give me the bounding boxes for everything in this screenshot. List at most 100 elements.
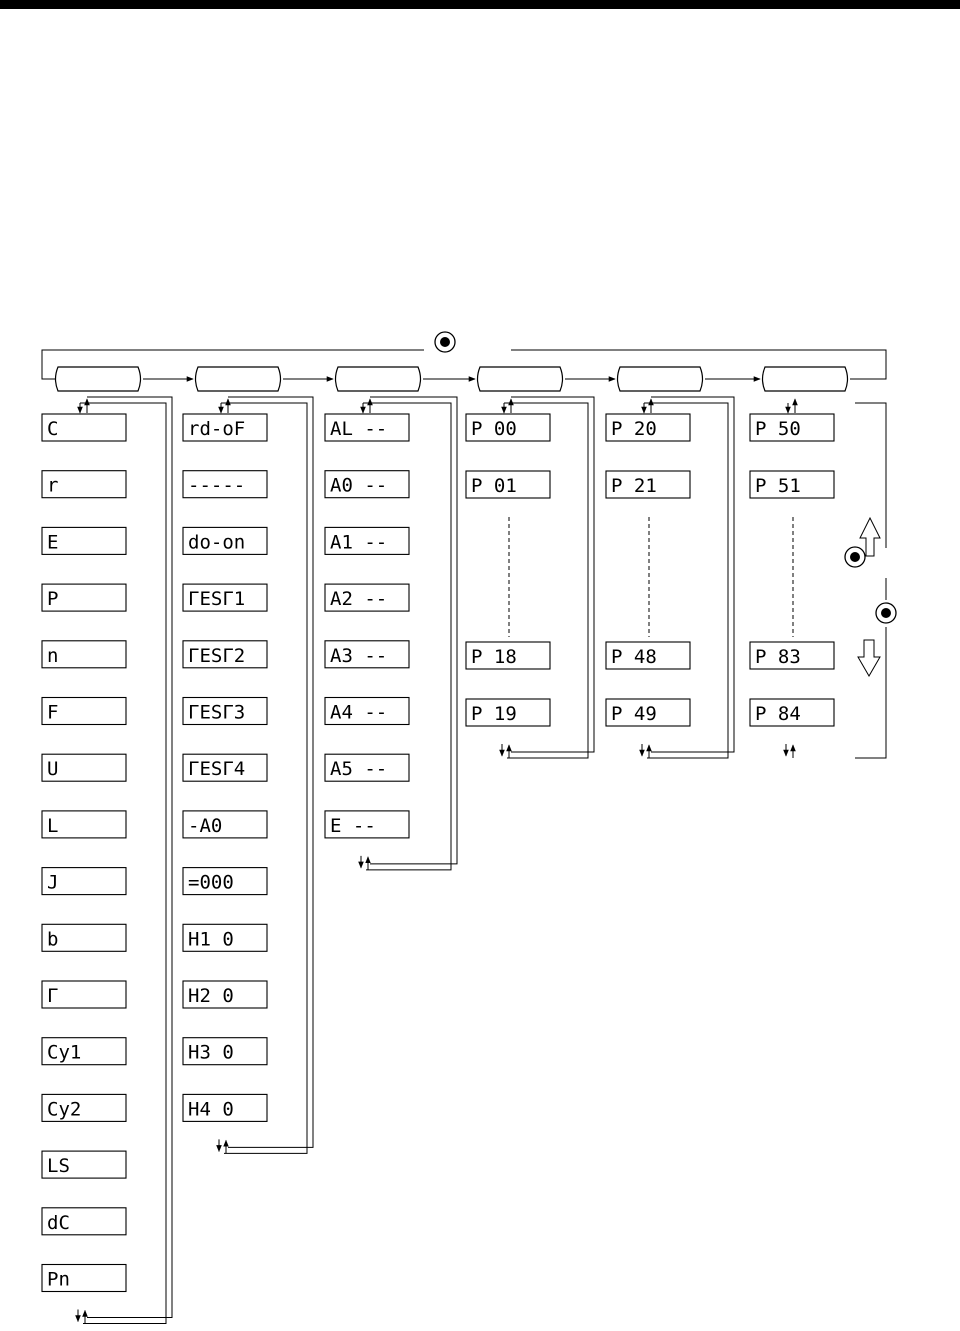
display-text: ΓESΓ3 xyxy=(188,702,245,724)
display-text: P 83 xyxy=(755,646,801,668)
display-text: Cy2 xyxy=(47,1098,81,1120)
display-box: do-on xyxy=(182,526,268,555)
mode-tab-1 xyxy=(54,366,142,392)
scroll-arrows-bottom xyxy=(216,1139,229,1154)
display-box: P 84 xyxy=(749,698,835,727)
display-text: P 20 xyxy=(611,418,657,440)
scroll-arrows-top xyxy=(785,398,798,414)
mode-tab-5 xyxy=(616,366,704,392)
display-box: Pn xyxy=(41,1263,127,1293)
scroll-arrows-bottom xyxy=(358,855,371,870)
mode-tab-6 xyxy=(761,366,849,392)
display-text: n xyxy=(47,645,58,667)
mode-tab-4 xyxy=(476,366,564,392)
display-box: ΓESΓ4 xyxy=(182,753,268,782)
display-text: Pn xyxy=(47,1269,70,1291)
scroll-arrows-top xyxy=(641,398,654,414)
page-header-bar xyxy=(0,0,960,9)
display-box: U xyxy=(41,753,127,782)
display-text: ΓESΓ1 xyxy=(188,588,245,610)
display-box: Cy1 xyxy=(41,1037,127,1066)
display-text: A2 -- xyxy=(330,588,387,610)
display-box: H3 0 xyxy=(182,1037,268,1066)
scroll-loop-line xyxy=(504,402,589,759)
display-text: A1 -- xyxy=(330,531,387,553)
display-text: E xyxy=(47,531,58,553)
display-box: F xyxy=(41,696,127,726)
display-box: P 83 xyxy=(749,641,835,670)
display-text: Cy1 xyxy=(47,1042,81,1064)
display-text: H1 0 xyxy=(188,928,234,950)
display-text: P 49 xyxy=(611,703,657,725)
display-box: -A0 xyxy=(182,810,268,839)
display-text: A3 -- xyxy=(330,645,387,667)
display-text: P 84 xyxy=(755,703,801,725)
display-text: P 51 xyxy=(755,475,801,497)
display-box: r xyxy=(41,470,127,499)
display-box: P 51 xyxy=(749,470,835,499)
display-text: E -- xyxy=(330,815,376,837)
display-text: b xyxy=(47,928,58,950)
display-text: P 48 xyxy=(611,646,657,668)
display-box: Γ xyxy=(41,980,127,1009)
display-box: A4 -- xyxy=(324,696,410,726)
scroll-arrows-bottom xyxy=(75,1309,88,1324)
display-box: H4 0 xyxy=(182,1093,268,1122)
display-box: P 00 xyxy=(465,413,551,442)
display-box: ----- xyxy=(182,470,268,499)
display-box: Cy2 xyxy=(41,1093,127,1122)
display-text: H4 0 xyxy=(188,1098,234,1120)
display-text: C xyxy=(47,418,58,440)
scroll-loop-line xyxy=(221,402,308,1154)
display-text: ΓESΓ4 xyxy=(188,758,245,780)
scroll-arrows-bottom xyxy=(783,744,796,758)
display-text: ----- xyxy=(188,475,245,497)
display-text: P xyxy=(47,588,58,610)
column-expansion-parameters-2: P 50 P 51 P 83 P 84 xyxy=(749,398,835,758)
mode-cycle-line xyxy=(41,349,887,380)
display-box: H1 0 xyxy=(182,923,268,952)
display-text: r xyxy=(47,475,58,497)
display-box: H2 0 xyxy=(182,980,268,1009)
display-box: dC xyxy=(41,1207,127,1236)
display-text: A5 -- xyxy=(330,758,387,780)
display-text: L xyxy=(47,815,58,837)
scroll-arrows-top xyxy=(360,398,373,414)
display-box: ΓESΓ2 xyxy=(182,640,268,669)
display-box: P 49 xyxy=(605,698,691,727)
display-text: H2 0 xyxy=(188,985,234,1007)
display-box: P 01 xyxy=(465,470,551,499)
display-text: P 21 xyxy=(611,475,657,497)
display-box: A1 -- xyxy=(324,526,410,555)
display-text: dC xyxy=(47,1212,70,1234)
display-box: P 50 xyxy=(749,413,835,442)
display-text: P 19 xyxy=(471,703,517,725)
display-text: P 01 xyxy=(471,475,517,497)
mode-tab-3 xyxy=(334,366,422,392)
display-box: rd-oF xyxy=(182,413,268,442)
display-box: E xyxy=(41,526,127,555)
display-box: A0 -- xyxy=(324,470,410,499)
display-text: do-on xyxy=(188,531,245,553)
display-box: LS xyxy=(41,1150,127,1179)
display-box: J xyxy=(41,867,127,896)
display-text: P 00 xyxy=(471,418,517,440)
display-text: -A0 xyxy=(188,815,222,837)
display-box: n xyxy=(41,640,127,669)
column-expansion-parameters-1: P 20 P 21 P 48 P 49 xyxy=(605,396,735,759)
display-text: LS xyxy=(47,1155,70,1177)
scroll-arrows-bottom xyxy=(639,744,652,758)
scroll-arrows-top xyxy=(77,398,90,414)
display-text: P 18 xyxy=(471,646,517,668)
parameter-side-loop xyxy=(855,402,887,759)
display-box: L xyxy=(41,810,127,839)
display-text: =000 xyxy=(188,872,234,894)
display-box: b xyxy=(41,923,127,952)
display-text: Γ xyxy=(47,985,58,1007)
display-text: P 50 xyxy=(755,418,801,440)
display-box: E -- xyxy=(324,810,410,839)
scroll-loop-line xyxy=(80,402,167,1324)
